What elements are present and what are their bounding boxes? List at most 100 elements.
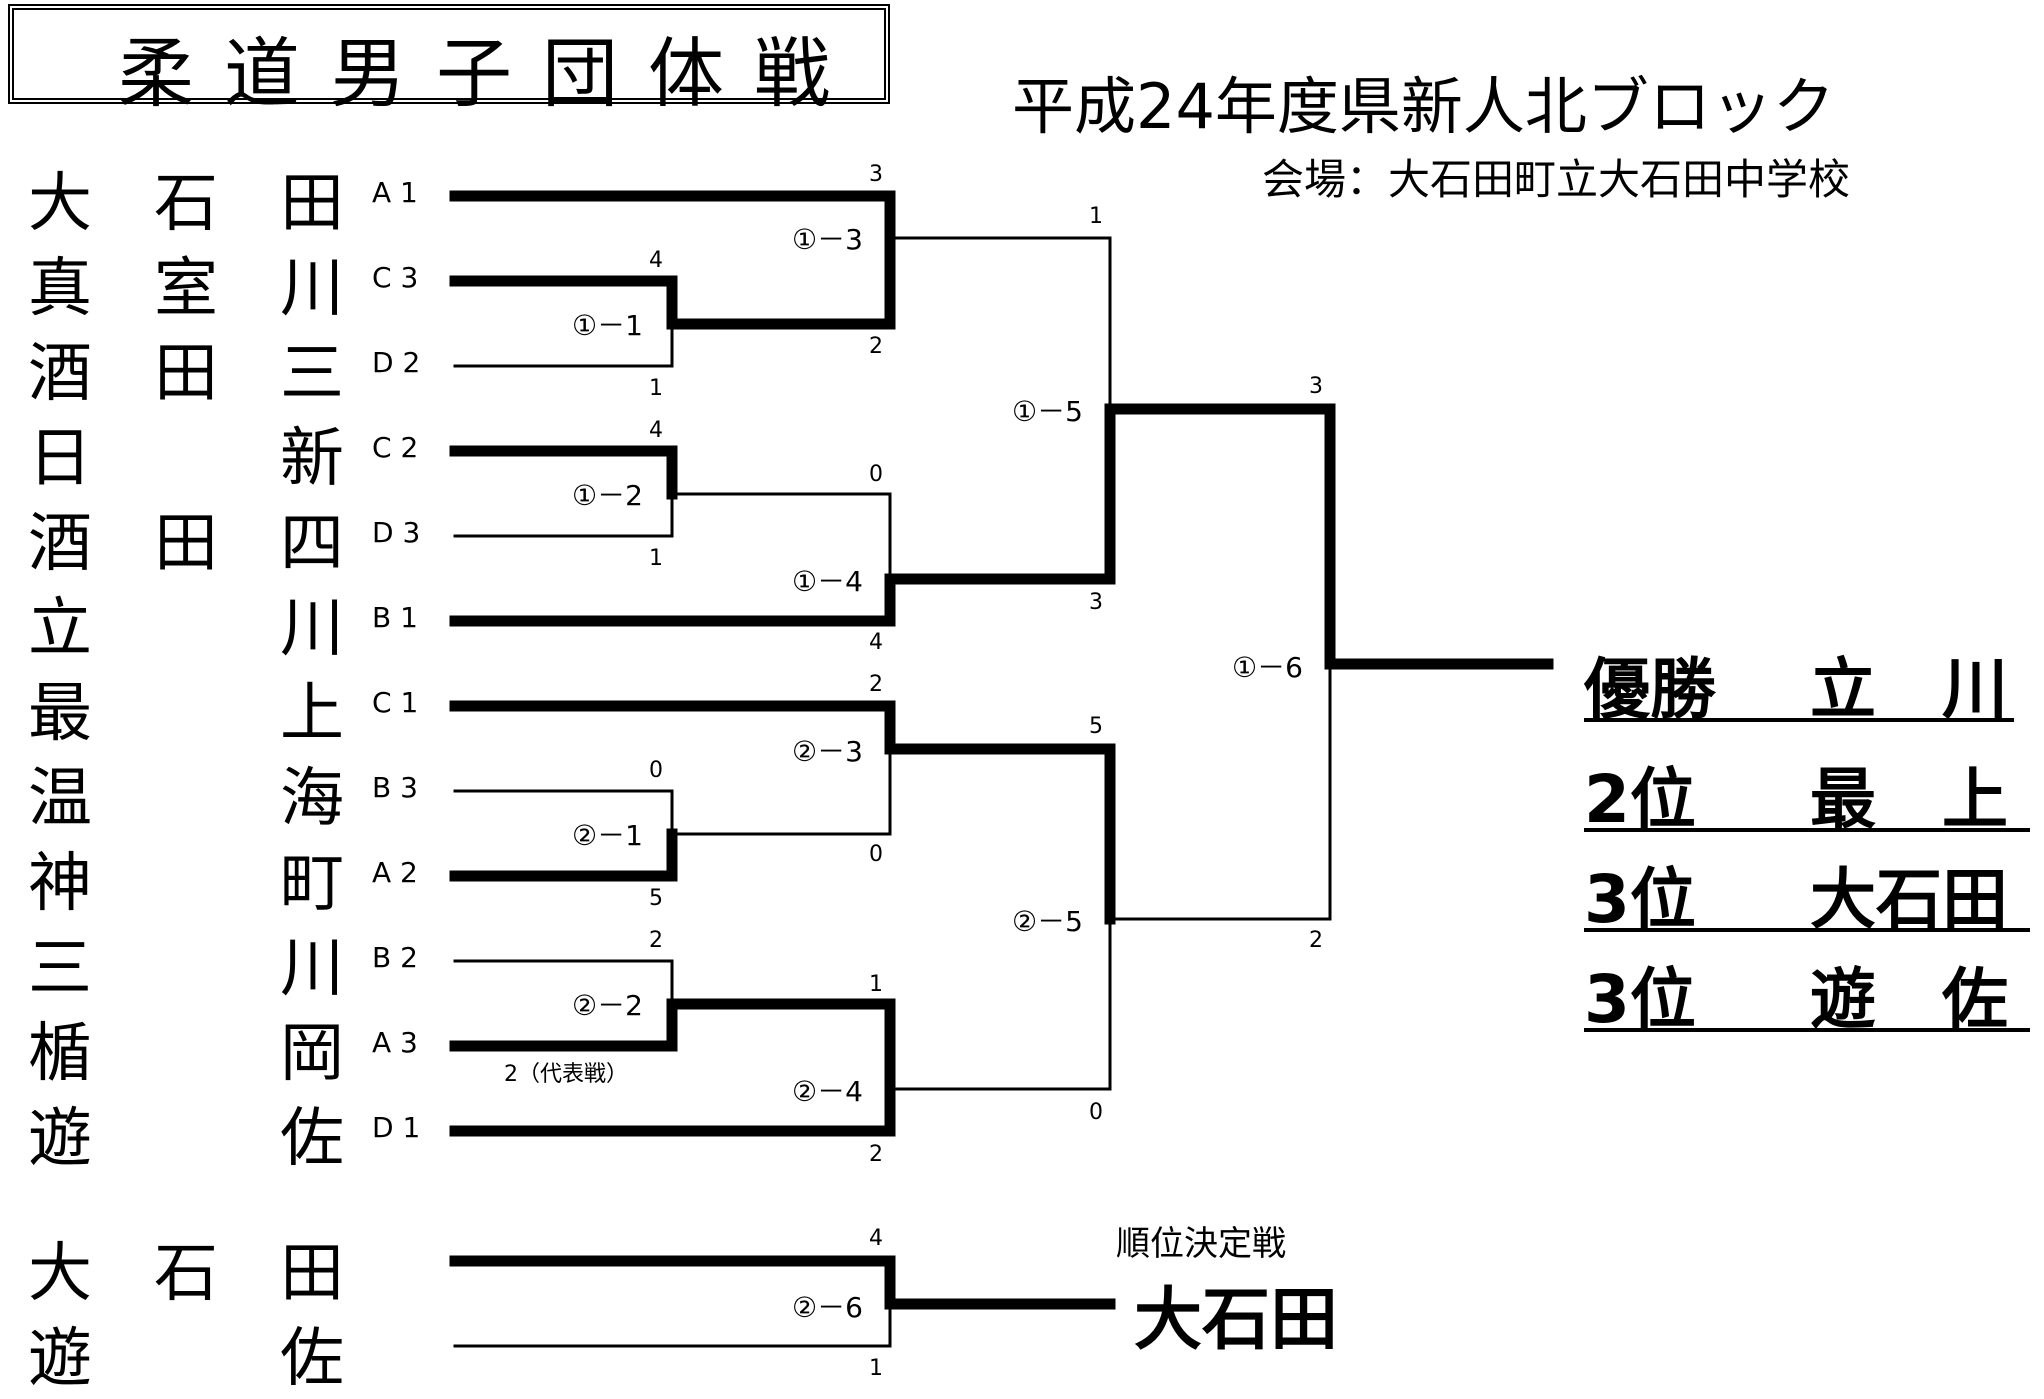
result-underline (1584, 718, 2014, 722)
match-label: ②－5 (1012, 905, 1083, 938)
line-d1 (449, 1083, 896, 1137)
result-team: 大石田 (1810, 861, 2008, 938)
team-name-char: 大 (28, 167, 92, 241)
team-name-char: 室 (154, 252, 218, 326)
line-m23-out (884, 743, 1116, 925)
score-label: 1 (649, 376, 663, 401)
team-name-char: 上 (280, 677, 344, 751)
score-label: 4 (649, 418, 663, 443)
result-underline (1584, 828, 2030, 832)
placement-label: 順位決定戦 (1116, 1224, 1286, 1264)
team-name-char: 三 (280, 337, 344, 411)
line-c2 (449, 445, 678, 500)
team-seed: B 1 (372, 601, 418, 634)
score-label: 1 (649, 546, 663, 571)
score-label: 1 (869, 972, 883, 997)
result-team: 立 川 (1810, 651, 2008, 728)
team-name-char: 新 (280, 422, 344, 496)
score-label: 2 (1309, 928, 1323, 953)
match-label: ①－6 (1232, 651, 1303, 684)
page-title: 柔道男子団体戦 (118, 29, 860, 118)
match-label: ①－3 (792, 223, 863, 256)
score-label: 5 (649, 886, 663, 911)
line-d3 (453, 492, 674, 538)
score-label: 2（代表戦） (504, 1062, 628, 1087)
line-m14-out (884, 403, 1116, 585)
team-name-char: 川 (280, 932, 344, 1006)
line-c1 (449, 700, 896, 755)
result-rank: 3位 (1584, 861, 1696, 938)
match-label: ②－1 (572, 819, 643, 852)
result-team: 最 上 (1810, 761, 2008, 838)
team-name-char: 神 (28, 847, 92, 921)
match-label: ①－2 (572, 479, 643, 512)
team-seed: C 2 (372, 431, 419, 464)
team-seed: C 3 (372, 261, 419, 294)
team-name-char: 遊 (28, 1322, 92, 1396)
team-seed: D 3 (372, 516, 421, 549)
line-place-1 (449, 1255, 896, 1310)
team-name-char: 石 (154, 167, 218, 241)
team-name-char: 四 (280, 507, 344, 581)
team-name-char: 酒 (28, 337, 92, 411)
team-name-char: 田 (280, 1237, 344, 1311)
line-m24-out (888, 917, 1112, 1091)
score-label: 4 (649, 248, 663, 273)
team-name-char: 川 (280, 592, 344, 666)
team-name-char: 石 (154, 1237, 218, 1311)
team-name-char: 大 (28, 1237, 92, 1311)
line-b2 (453, 959, 674, 1006)
match-label: ②－3 (792, 735, 863, 768)
result-underline (1584, 1028, 2030, 1032)
result-rank: 3位 (1584, 961, 1696, 1038)
team-name-char: 真 (28, 252, 92, 326)
team-name-char: 日 (28, 422, 92, 496)
team-name-char: 三 (28, 932, 92, 1006)
team-name-char: 楯 (28, 1017, 92, 1091)
score-label: 0 (869, 462, 883, 487)
team-name-char: 岡 (280, 1017, 344, 1091)
score-label: 3 (1089, 590, 1103, 615)
team-seed: A 3 (372, 1026, 418, 1059)
team-name-char: 立 (28, 592, 92, 666)
line-m25-out (1108, 662, 1332, 921)
match-label: ①－5 (1012, 395, 1083, 428)
title-box: 柔道男子団体戦 (8, 4, 890, 118)
page-subtitle: 平成24年度県新人北ブロック (1012, 70, 1835, 143)
match-label: ②－6 (792, 1291, 863, 1324)
score-label: 0 (869, 842, 883, 867)
team-name-char: 温 (28, 762, 92, 836)
score-label: 0 (649, 758, 663, 783)
team-name-char: 最 (28, 677, 92, 751)
score-label: 2 (649, 928, 663, 953)
result-rank: 2位 (1584, 761, 1696, 838)
line-m15-out (1104, 403, 1336, 670)
score-label: 5 (1089, 714, 1103, 739)
line-place-2 (453, 1302, 892, 1348)
line-a3 (449, 998, 678, 1052)
score-label: 2 (869, 334, 883, 359)
team-seed: A 1 (372, 176, 418, 209)
team-name-char: 町 (280, 847, 344, 921)
score-label: 4 (869, 630, 883, 655)
venue: 会場：大石田町立大石田中学校 (1262, 155, 1851, 204)
line-m12-out (670, 492, 892, 581)
result-rank: 優勝 (1584, 651, 1716, 728)
team-seed: B 3 (372, 771, 418, 804)
placement-winner: 大石田 (1134, 1281, 1339, 1360)
match-label: ①－1 (572, 309, 643, 342)
score-label: 2 (869, 1142, 883, 1167)
team-name-char: 佐 (280, 1322, 344, 1396)
team-seed: A 2 (372, 856, 418, 889)
line-c3 (449, 275, 678, 330)
team-seed: C 1 (372, 686, 419, 719)
match-label: ②－2 (572, 989, 643, 1022)
team-seed: D 1 (372, 1111, 421, 1144)
team-name-char: 酒 (28, 507, 92, 581)
line-b1 (449, 573, 896, 627)
match-label: ①－4 (792, 565, 863, 598)
team-name-char: 海 (280, 762, 344, 836)
line-a1 (449, 190, 896, 244)
team-name-char: 田 (280, 167, 344, 241)
